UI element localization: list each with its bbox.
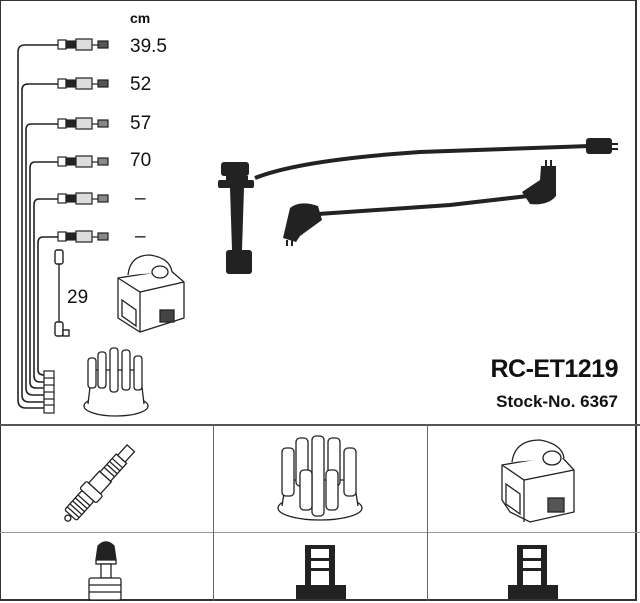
cable-length-2: 52: [130, 74, 152, 95]
stock-number: Stock-No. 6367: [496, 392, 618, 411]
distributor-cap-icon: [83, 347, 149, 417]
cable-set-overview: cm 39.5 52 57 70 – – 29 RC-ET1219 Stock-…: [17, 10, 619, 417]
length-unit: cm: [130, 10, 151, 26]
product-title: RC-ET1219: [490, 355, 619, 383]
cable-set-drawing: [17, 38, 618, 417]
cable-length-5: –: [135, 188, 146, 209]
cable-length-1: 39.5: [130, 36, 167, 57]
ignition-cable-short-icon: [283, 160, 556, 246]
wire-bundle-icon: [17, 44, 60, 409]
cable-length-3: 57: [130, 113, 152, 134]
column-divider-1: [213, 425, 214, 601]
row-divider: [0, 532, 640, 533]
section-divider: [0, 424, 640, 426]
coil-lead-icon: [54, 249, 70, 337]
coil-lead-length: 29: [67, 287, 89, 308]
cable-length-4: 70: [130, 150, 152, 171]
column-divider-2: [427, 425, 428, 601]
cable-length-6: –: [135, 226, 146, 247]
wire-connectors-icon: [43, 38, 109, 414]
ignition-coil-icon: [117, 254, 185, 333]
ignition-cable-long-icon: [218, 138, 618, 274]
